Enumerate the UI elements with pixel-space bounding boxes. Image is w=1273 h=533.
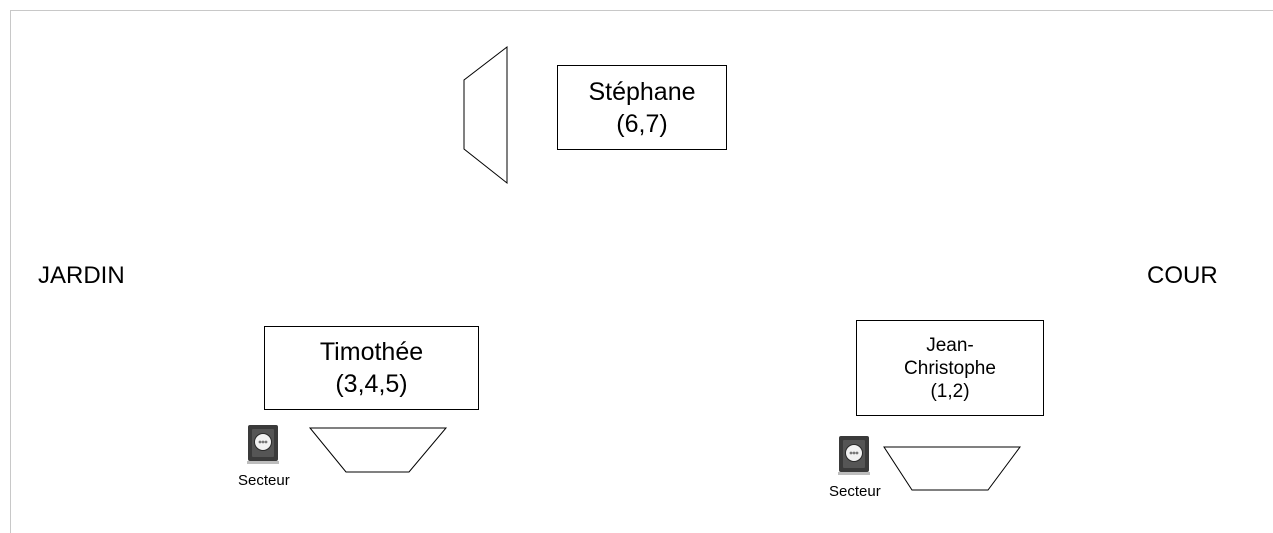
performer-name-line1: Jean- (926, 334, 974, 356)
performer-box-timothee: Timothée (3,4,5) (264, 326, 479, 410)
performer-box-stephane: Stéphane (6,7) (557, 65, 727, 150)
performer-name-line2: Christophe (904, 357, 996, 379)
wedge-monitor-shape (308, 427, 448, 473)
power-outlet-left: Secteur (238, 423, 290, 489)
performer-channels: (1,2) (930, 380, 970, 402)
power-outlet-icon (247, 425, 279, 464)
power-outlet-right: Secteur (829, 434, 881, 500)
frame-left-border (10, 10, 11, 533)
performer-channels: (3,4,5) (335, 370, 408, 398)
outlet-label: Secteur (238, 472, 290, 489)
outlet-label: Secteur (829, 483, 881, 500)
performer-box-jean-christophe: Jean- Christophe (1,2) (856, 320, 1044, 416)
cour-label: COUR (1147, 262, 1218, 289)
performer-name: Timothée (319, 338, 424, 366)
upstage-monitor-shape (463, 45, 508, 185)
power-outlet-icon (838, 436, 870, 475)
wedge-monitor-shape (883, 446, 1021, 491)
frame-top-border (10, 10, 1273, 11)
jardin-label: JARDIN (38, 262, 125, 289)
performer-name: Stéphane (588, 77, 696, 106)
performer-channels: (6,7) (616, 109, 668, 138)
